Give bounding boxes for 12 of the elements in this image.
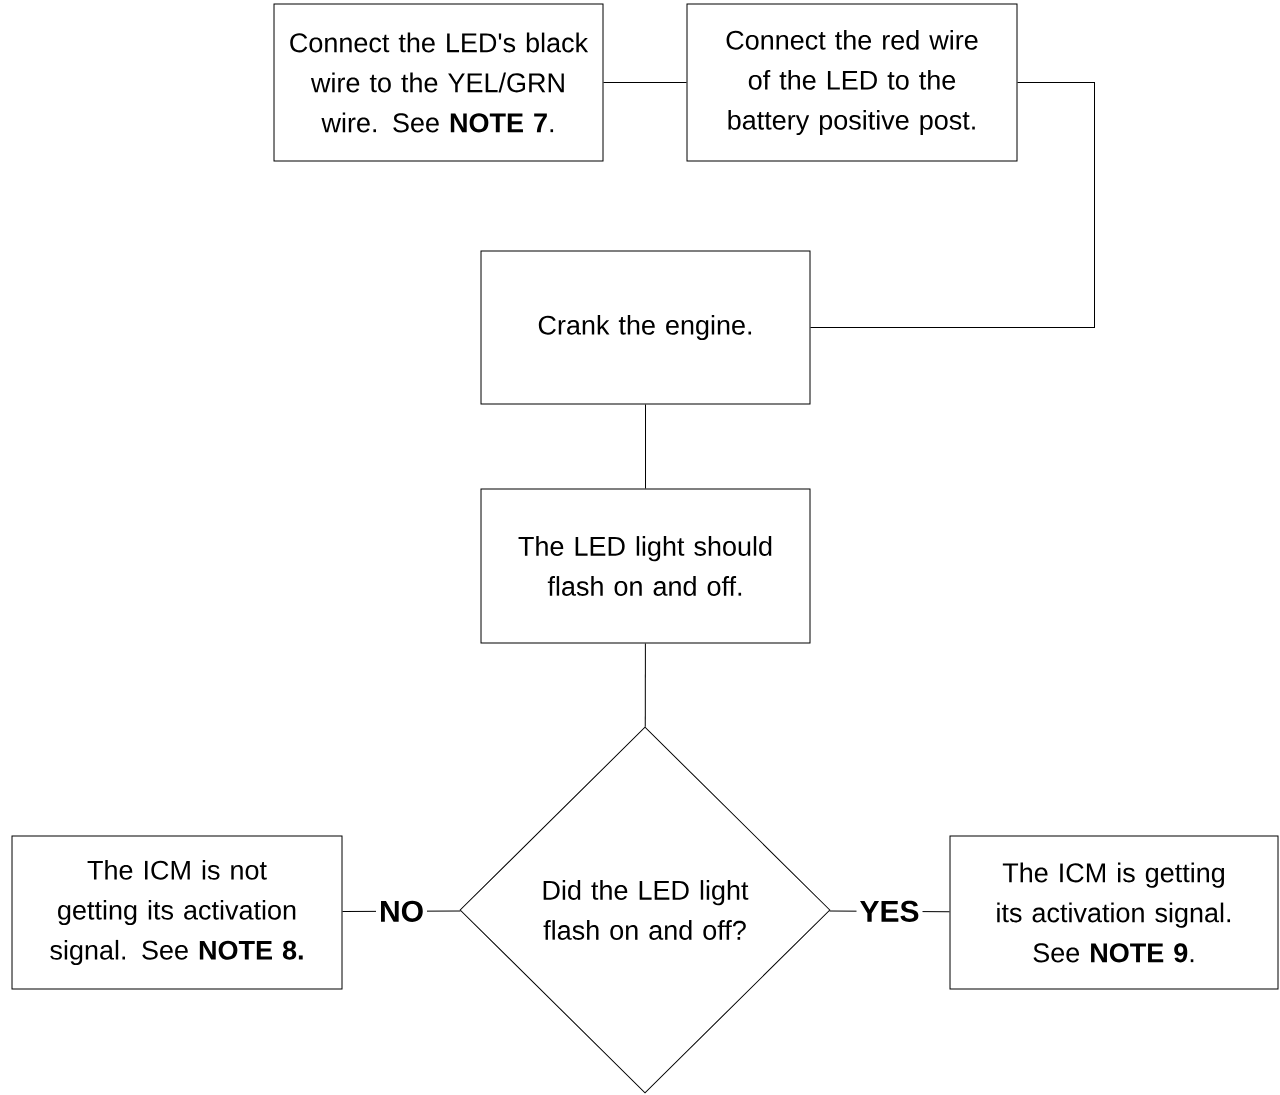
process-box: Connect the LED's black wire to the YEL/GRN wire. See NOTE 7. (273, 3, 604, 162)
process-box: The ICM is not getting its activation signal. See NOTE 8. (11, 835, 343, 990)
process-box: The ICM is getting its activation signal. See NOTE 9. (949, 835, 1279, 990)
connector-line (644, 643, 646, 728)
edge-label: NO (376, 897, 427, 925)
connector-line (603, 82, 687, 83)
connector-line (645, 404, 646, 489)
edge-label: YES (856, 897, 923, 925)
process-box: The LED light should flash on and off. (480, 488, 811, 644)
process-box: Connect the red wire of the LED to the battery positive post. (686, 3, 1018, 162)
connector-line (810, 82, 1095, 328)
process-box: Crank the engine. (480, 250, 811, 405)
